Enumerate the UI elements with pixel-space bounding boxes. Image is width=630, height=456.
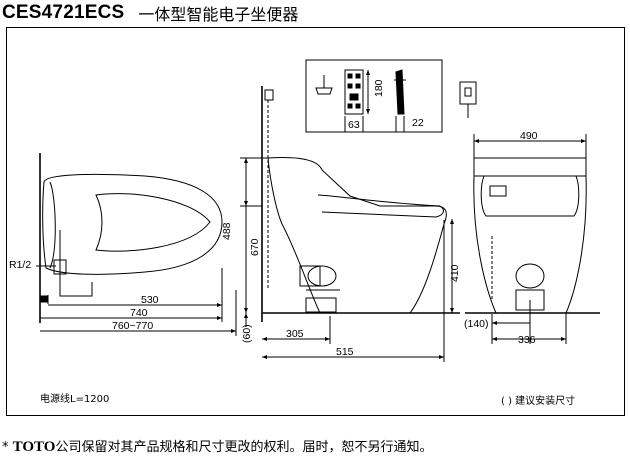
dim-r12: R1/2 (9, 259, 31, 271)
dim-740: 740 (130, 307, 148, 319)
dim-305: 305 (286, 328, 304, 340)
plan-valve (53, 259, 67, 275)
model-number: CES4721ECS (2, 2, 125, 23)
holder-base (315, 87, 333, 95)
front-trap (515, 263, 545, 289)
front-outlet-socket (464, 87, 472, 97)
dim-60: (60) (241, 324, 253, 343)
front-view (459, 81, 600, 344)
side-trap (307, 265, 337, 287)
remote-button-4 (355, 83, 361, 89)
plan-view (36, 153, 237, 336)
remote-button-6 (347, 103, 353, 109)
dim-488: 488 (221, 222, 233, 240)
dim-336: 336 (518, 334, 536, 346)
side-view (240, 86, 460, 362)
side-trap-box (299, 265, 321, 287)
front-body (473, 175, 587, 314)
header: CES4721ECS 一体型智能电子坐便器 (2, 0, 298, 26)
footnote-text: 公司保留对其产品规格和尺寸更改的权利。届时，恕不另行通知。 (55, 440, 433, 455)
remote-button-5 (349, 93, 359, 101)
dim-22: 22 (412, 117, 424, 129)
product-title: 一体型智能电子坐便器 (138, 5, 299, 24)
remote-front (344, 69, 364, 115)
plan-anchor (39, 295, 49, 303)
plan-seat-ring (95, 193, 211, 252)
remote-button-1 (347, 73, 353, 79)
front-seat (480, 175, 580, 217)
remote-button-2 (355, 73, 361, 79)
dim-140: (140) (464, 318, 489, 330)
plan-supply-line (59, 230, 93, 297)
remote-side (395, 69, 405, 115)
dim-490: 490 (520, 130, 538, 142)
plan-tank-line (49, 181, 56, 269)
dim-63: 63 (348, 119, 360, 131)
dim-180: 180 (373, 79, 385, 97)
side-seat (317, 194, 444, 218)
dim-530: 530 (141, 294, 159, 306)
front-tank-top (473, 157, 587, 177)
footnote: * TOTO公司保留对其产品规格和尺寸更改的权利。届时，恕不另行通知。 (2, 436, 432, 456)
front-outlet (459, 81, 477, 105)
dim-670: 670 (249, 238, 261, 256)
side-body-outline (267, 157, 447, 314)
footnote-brand: TOTO (12, 439, 56, 455)
dim-760-770: 760~770 (112, 320, 153, 332)
side-outlet (264, 89, 274, 101)
front-seat-control (489, 185, 507, 197)
remote-button-3 (347, 83, 353, 89)
footnote-star: * (2, 440, 9, 455)
dim-515: 515 (336, 346, 354, 358)
recommended-size-note: ( ) 建议安装尺寸 (501, 396, 576, 407)
drawing-frame (6, 27, 625, 416)
power-cord-note: 电源线L=1200 (40, 394, 110, 405)
plan-bowl-outline (42, 173, 223, 275)
dim-410: 410 (449, 264, 461, 282)
remote-button-7 (355, 103, 361, 109)
remote-inset (305, 59, 443, 133)
side-flange (305, 297, 337, 313)
remote-inset-frame (305, 59, 443, 133)
